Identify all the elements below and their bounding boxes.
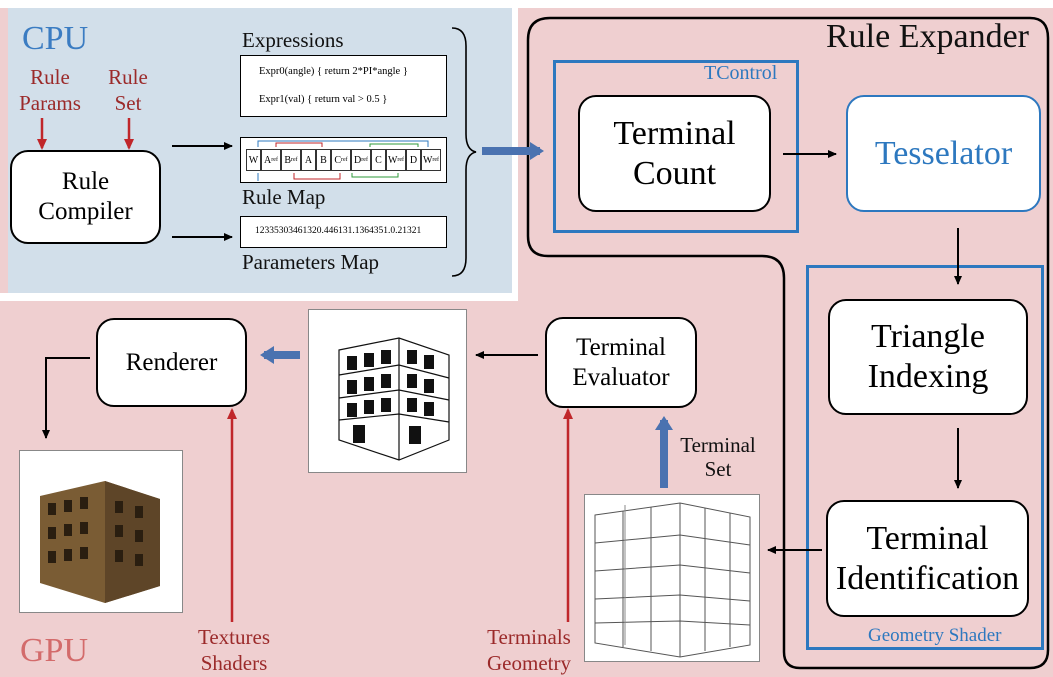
- rule-map-cell-symbol: C: [334, 154, 341, 166]
- rule-map-label: Rule Map: [242, 185, 326, 209]
- rule-map-cell: B: [316, 149, 331, 171]
- rule-map-links: [257, 140, 429, 181]
- wireframe-building-image: [308, 309, 467, 473]
- rule-map-cell-subscript: ref: [397, 157, 405, 163]
- rule-map-cell-symbol: W: [387, 154, 398, 166]
- tcontrol-frame: [553, 60, 799, 233]
- rule-map-cell-symbol: A: [304, 154, 313, 166]
- rule-params-label: Rule Params: [19, 65, 81, 115]
- rule-map-cell-subscript: ref: [341, 157, 348, 163]
- rule-map-cell-symbol: A: [264, 154, 272, 166]
- cpu-title: CPU: [22, 20, 89, 57]
- rendered-building-image: [19, 450, 183, 613]
- rule-map-cell: W: [246, 149, 261, 171]
- rule-map-cell-subscript: ref: [271, 157, 278, 163]
- tesselator-node: Tesselator: [846, 95, 1041, 212]
- terminal-count-node: Terminal Count: [578, 95, 771, 212]
- textured-building-icon: [40, 481, 160, 603]
- terminals-geometry-label: Terminals Geometry: [487, 625, 571, 675]
- triangle-indexing-node: Triangle Indexing: [828, 299, 1028, 415]
- wireframe-grid-icon: [594, 502, 751, 658]
- expr0-text: Expr0(angle) { return 2*PI*angle }: [259, 66, 408, 77]
- rule-map-cell-subscript: ref: [291, 157, 298, 163]
- terminal-evaluator-node: Terminal Evaluator: [545, 317, 697, 408]
- rule-map-cell: C: [371, 149, 386, 171]
- terminal-set-label: Terminal Set: [680, 433, 756, 481]
- rule-map-cell-symbol: W: [248, 154, 259, 166]
- rule-map-cell-symbol: C: [375, 154, 382, 166]
- parameters-map-box: 123353034613​20.4461​31.1364351.0.21321: [240, 216, 447, 248]
- rule-map-cell-symbol: D: [354, 154, 362, 166]
- rule-map-cell: A: [301, 149, 316, 171]
- terminal-geometry-image: [584, 494, 760, 662]
- rule-map-cell-subscript: ref: [432, 157, 440, 163]
- rule-map-cell-symbol: B: [320, 154, 327, 166]
- parameters-map-label: Parameters Map: [242, 250, 380, 274]
- rule-compiler-node: Rule Compiler: [10, 150, 161, 244]
- geometry-shader-frame: [806, 265, 1044, 650]
- parameters-value: 123353034613​20.4461​31.1364351.0.21321: [255, 226, 422, 236]
- terminal-identification-node: Terminal Identification: [826, 500, 1029, 617]
- region-divider-horizontal: [0, 293, 518, 301]
- renderer-node: Renderer: [96, 318, 247, 407]
- tcontrol-label: TControl: [704, 62, 778, 84]
- textures-shaders-label: Textures Shaders: [197, 625, 270, 675]
- geometry-shader-label: Geometry Shader: [868, 625, 1002, 646]
- building-sketch-icon: [338, 337, 450, 461]
- rule-set-label: Rule Set: [108, 65, 148, 115]
- grouping-brace: [451, 27, 477, 277]
- rule-map-cell-symbol: B: [284, 154, 291, 166]
- rule-map-cell-symbol: D: [409, 154, 418, 166]
- expressions-box: Expr0(angle) { return 2*PI*angle } Expr1…: [240, 55, 447, 117]
- rule-expander-title: Rule Expander: [826, 18, 1029, 55]
- rule-map-cell-symbol: W: [422, 154, 433, 166]
- expressions-label: Expressions: [242, 28, 344, 52]
- gpu-title: GPU: [20, 632, 89, 669]
- rule-map-cell-subscript: ref: [361, 157, 368, 163]
- rule-map-cell: D: [406, 149, 421, 171]
- expr1-text: Expr1(val) { return val > 0.5 }: [259, 94, 388, 105]
